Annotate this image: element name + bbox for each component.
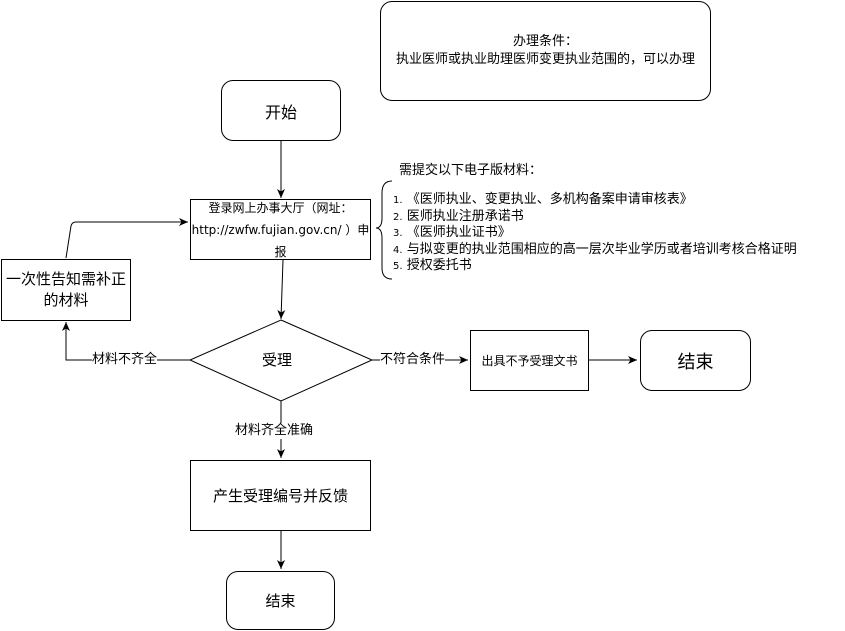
- edge-label-not-eligible: 不符合条件: [380, 352, 446, 368]
- end-bottom-label: 结束: [265, 592, 296, 610]
- reject-label: 出具不予受理文书: [481, 353, 578, 368]
- start-node: 开始: [221, 80, 341, 141]
- condition-text: 执业医师或执业助理医师变更执业范围的，可以办理: [395, 52, 695, 67]
- condition-box: 办理条件： 执业医师或执业助理医师变更执业范围的，可以办理: [380, 1, 711, 101]
- materials-brace: [375, 180, 393, 280]
- notify-node: 一次性告知需补正 的材料: [1, 259, 131, 321]
- edge-label-complete: 材料齐全准确: [235, 423, 314, 439]
- login-node: 登录网上办事大厅（网址： http://zwfw.fujian.gov.cn/ …: [190, 199, 371, 260]
- login-line2: http://zwfw.fujian.gov.cn/ ）申报: [191, 222, 370, 259]
- accept-label: 受理: [262, 351, 293, 369]
- end-node-right: 结束: [640, 330, 751, 391]
- materials-note: 需提交以下电子版材料：: [399, 163, 542, 193]
- notify-line2: 的材料: [43, 291, 89, 309]
- material-item: 2. 医师执业注册承诺书: [393, 208, 524, 224]
- feedback-node: 产生受理编号并反馈: [190, 460, 371, 531]
- materials-list: 1. 《医师执业、变更执业、多机构备案申请审核表》 2. 医师执业注册承诺书 3…: [393, 192, 797, 275]
- material-item: 4. 与拟变更的执业范围相应的高一层次毕业学历或者培训考核合格证明: [393, 241, 797, 257]
- material-item: 1. 《医师执业、变更执业、多机构备案申请审核表》: [393, 192, 693, 207]
- accept-decision-diamond: [188, 319, 374, 402]
- login-line1: 登录网上办事大厅（网址：: [208, 200, 353, 215]
- end-node-bottom: 结束: [226, 571, 335, 630]
- edge-label-incomplete: 材料不齐全: [92, 352, 158, 368]
- feedback-label: 产生受理编号并反馈: [212, 487, 348, 505]
- notify-line1: 一次性告知需补正: [5, 270, 126, 288]
- edge-login-to-accept: [277, 259, 286, 320]
- condition-title: 办理条件：: [512, 34, 578, 49]
- material-item: 3. 《医师执业证书》: [393, 225, 511, 240]
- materials-title: 需提交以下电子版材料：: [399, 163, 543, 178]
- material-item: 5. 授权委托书: [393, 258, 472, 273]
- end-right-label: 结束: [677, 351, 714, 373]
- start-label: 开始: [264, 102, 297, 122]
- edge-notify-to-login: [65, 218, 188, 259]
- reject-node: 出具不予受理文书: [470, 330, 589, 391]
